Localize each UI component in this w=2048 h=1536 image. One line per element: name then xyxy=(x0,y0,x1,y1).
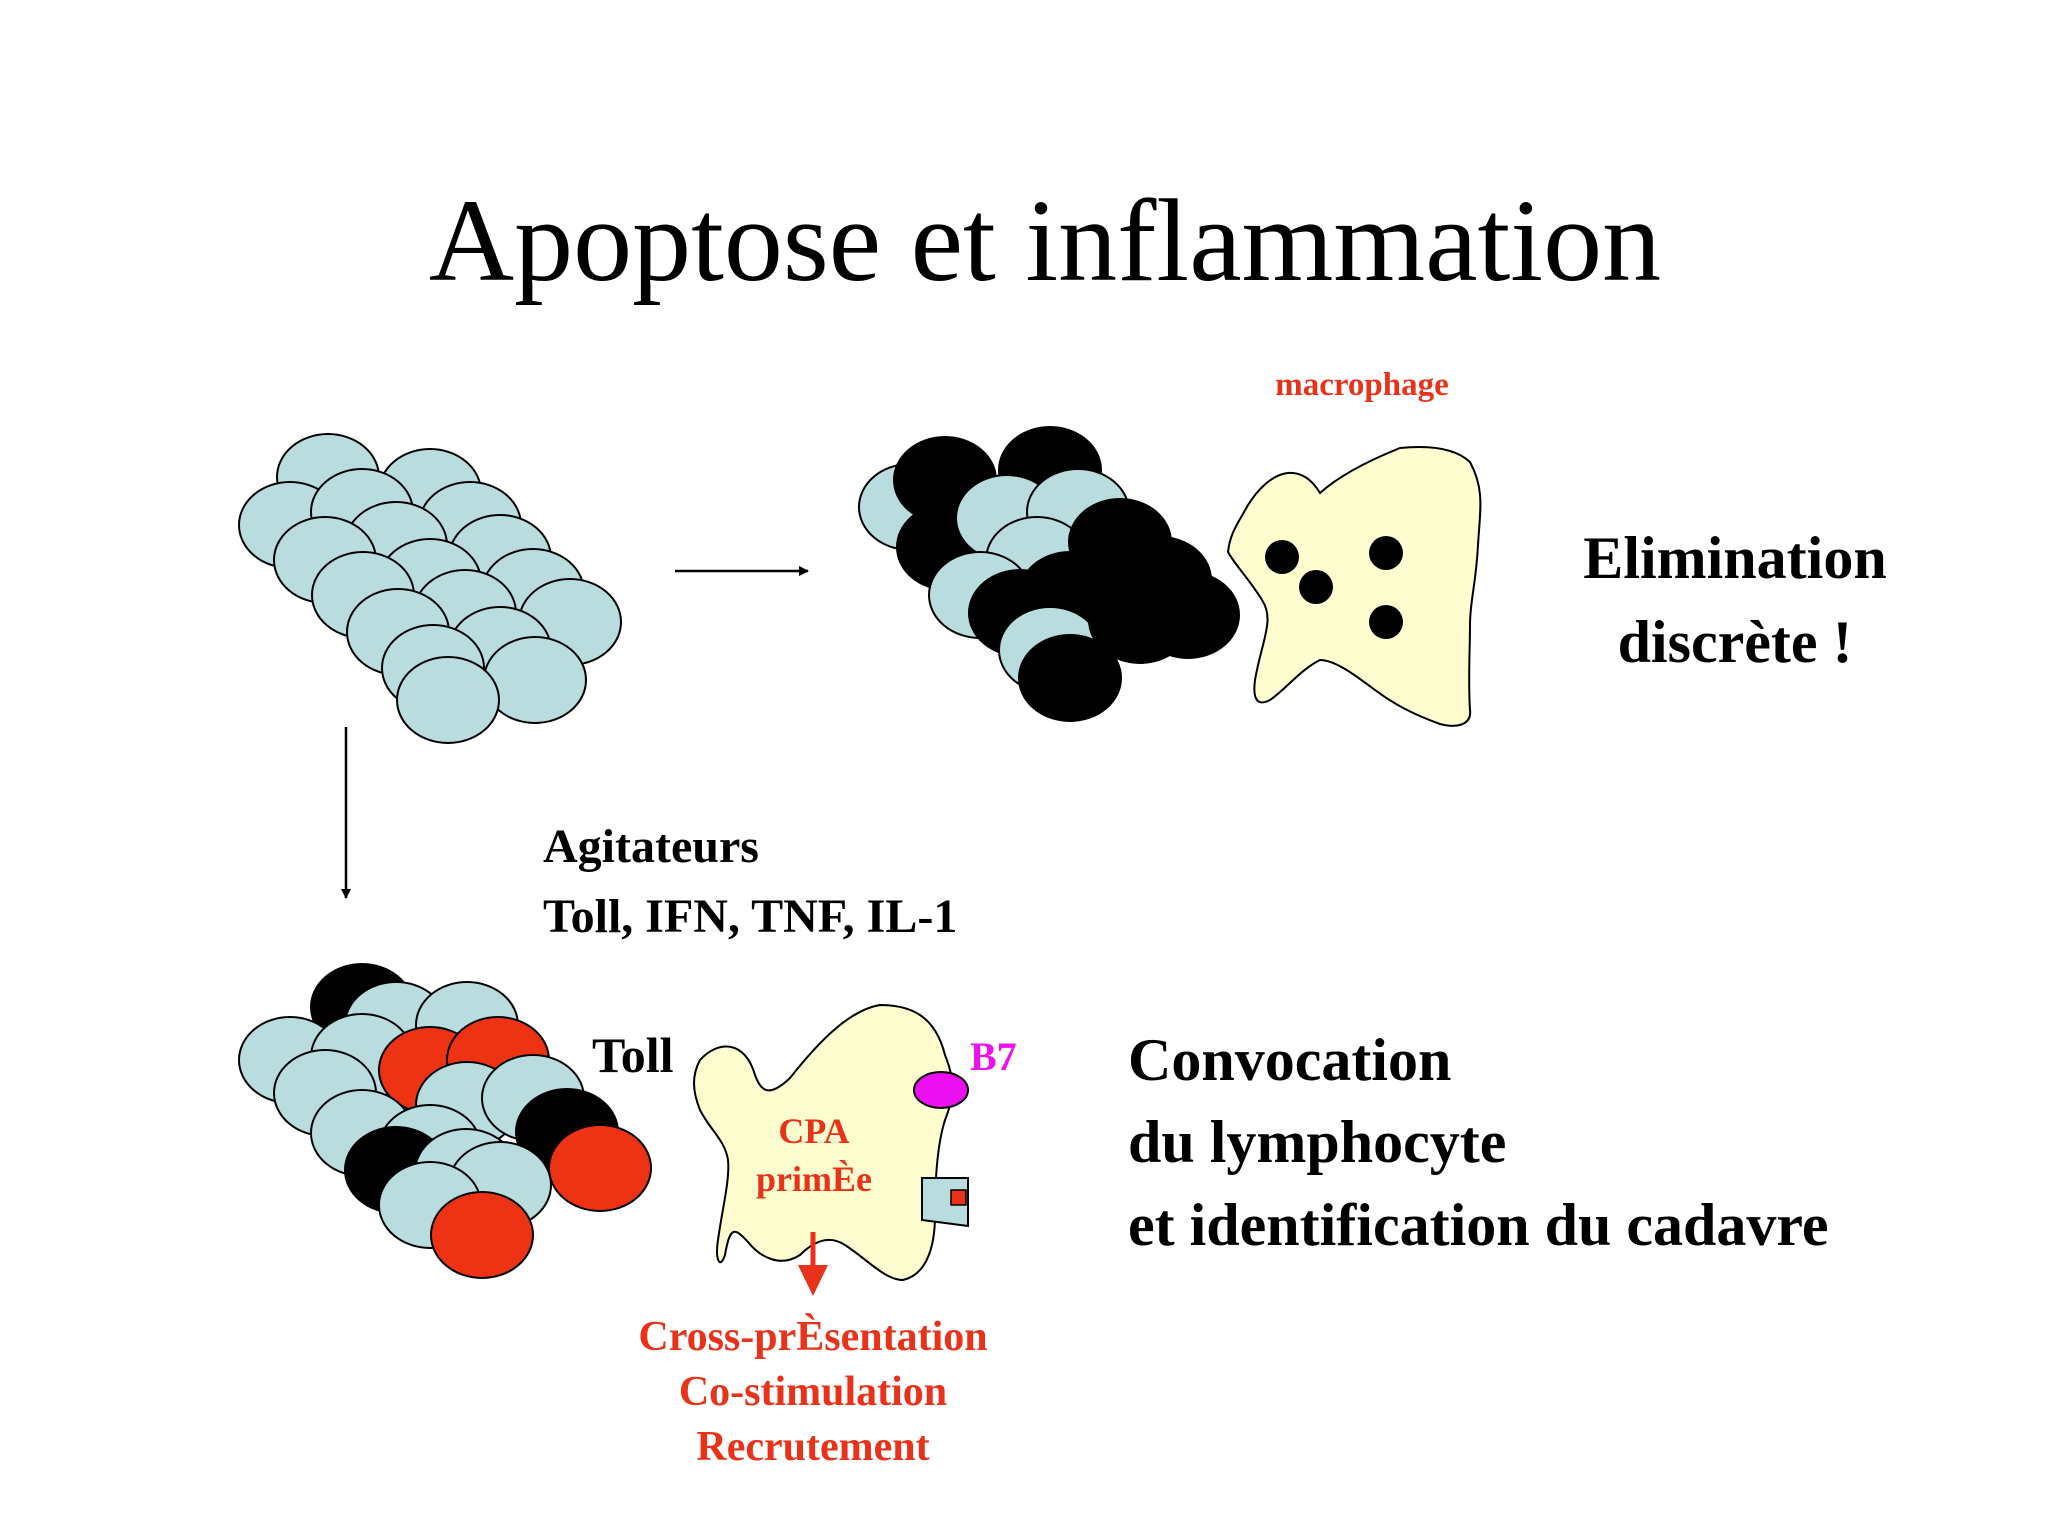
apoptotic-cell xyxy=(1088,576,1192,664)
elimination-label-line2: discrète ! xyxy=(1618,609,1853,675)
healthy-cell xyxy=(483,636,587,724)
primed-apc-cell xyxy=(693,1003,969,1282)
necrotic-cell xyxy=(430,1191,534,1279)
convocation-label-line1: Convocation xyxy=(1128,1027,1451,1093)
elimination-label-line1: Elimination xyxy=(1583,525,1886,591)
b7-label: B7 xyxy=(970,1034,1017,1079)
phagocytosed-body xyxy=(1369,605,1403,639)
apc-body xyxy=(693,1003,954,1282)
necrotic-tissue-cluster xyxy=(238,963,652,1279)
healthy-cell xyxy=(396,656,500,744)
toll-label: Toll xyxy=(592,1027,674,1083)
agitateurs-label-line2: Toll, IFN, TNF, IL-1 xyxy=(543,890,957,943)
page-title: Apoptose et inflammation xyxy=(429,175,1661,306)
apoptotic-cell xyxy=(1018,634,1122,722)
cpa-label-line1: CPA xyxy=(778,1111,849,1151)
antigen-peptide-icon xyxy=(950,1189,967,1206)
phagocytosed-body xyxy=(1299,570,1333,604)
outcome-label-line1: Cross-prÈsentation xyxy=(638,1313,987,1360)
necrotic-cell xyxy=(548,1124,652,1212)
outcome-arrow-icon xyxy=(798,1232,828,1296)
cpa-label-line2: primÈe xyxy=(756,1159,872,1199)
macrophage-cell xyxy=(1226,445,1482,727)
b7-receptor-icon xyxy=(913,1071,969,1109)
agitateurs-label-line1: Agitateurs xyxy=(543,820,759,873)
outcome-label-line3: Recrutement xyxy=(696,1424,929,1470)
macrophage-label: macrophage xyxy=(1275,367,1449,403)
phagocytosed-body xyxy=(1369,536,1403,570)
healthy-tissue-cluster xyxy=(238,433,622,744)
macrophage-body xyxy=(1226,445,1482,727)
convocation-label-line3: et identification du cadavre xyxy=(1128,1192,1829,1258)
phagocytosed-body xyxy=(1265,540,1299,574)
apoptotic-tissue-cluster xyxy=(858,426,1240,722)
outcome-label-line2: Co-stimulation xyxy=(679,1369,947,1415)
convocation-label-line2: du lymphocyte xyxy=(1128,1109,1506,1175)
